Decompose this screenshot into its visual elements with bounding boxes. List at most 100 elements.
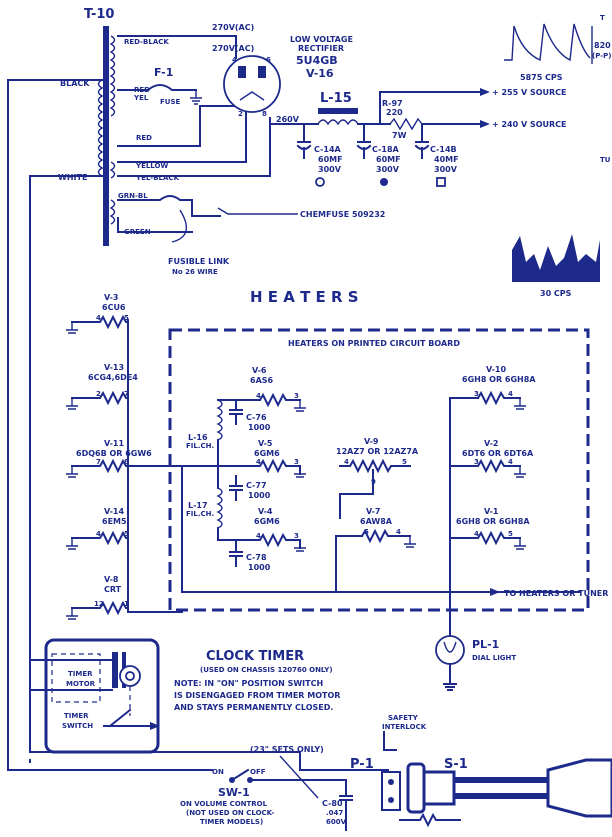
power-plug: [546, 758, 612, 818]
svg-text:P-1: P-1: [350, 757, 374, 772]
to-heaters-arrow: [490, 588, 500, 596]
waveform-side-mark: TU: [600, 156, 611, 164]
svg-text:4: 4: [96, 314, 101, 322]
svg-text:4: 4: [396, 528, 401, 536]
timer-switch-label-1: TIMER: [64, 712, 89, 720]
svg-text:8: 8: [124, 458, 129, 466]
svg-text:CRT: CRT: [104, 585, 122, 594]
resistor-zigzag: [389, 117, 423, 131]
heater-v14: V-14 6EM5 4 5: [66, 507, 129, 550]
svg-text:V-4: V-4: [258, 507, 273, 516]
svg-text:ON: ON: [212, 768, 224, 776]
svg-text:6GM6: 6GM6: [254, 517, 280, 526]
rectifier-tube: LOW VOLTAGE RECTIFIER 5U4GB V-16 270V(AC…: [212, 23, 353, 118]
center-tap-lead: [117, 84, 197, 91]
svg-text:300V: 300V: [318, 165, 342, 174]
svg-text:C-18A: C-18A: [372, 145, 400, 154]
pin-2: 2: [238, 110, 243, 118]
svg-text:6AS6: 6AS6: [250, 376, 274, 385]
timer-switch-label-2: SWITCH: [62, 722, 93, 730]
chemfuse-label: CHEMFUSE 509232: [300, 210, 385, 219]
fuse-ground: [190, 90, 202, 105]
svg-text:FIL.CH.: FIL.CH.: [186, 442, 214, 450]
waveform-30cps: 30 CPS: [512, 234, 600, 298]
heater-v5: V-5 6GM6 4 3: [217, 439, 306, 478]
waveform-top-unit: (P-P): [592, 52, 611, 60]
waveform-top-edge: T: [600, 14, 605, 22]
interlock-line2: INTERLOCK: [382, 723, 427, 731]
interlock-line1: SAFETY: [388, 714, 419, 722]
clock-sub: (USED ON CHASSIS 120760 ONLY): [200, 666, 333, 674]
svg-text:6GH8 OR 6GH8A: 6GH8 OR 6GH8A: [462, 375, 536, 384]
svg-text:5: 5: [402, 458, 407, 466]
svg-text:6CG4,6DE4: 6CG4,6DE4: [88, 373, 138, 382]
b-plus-255-line: [357, 91, 481, 125]
bypass-cap-c77: C-77 1000: [229, 475, 271, 501]
bypass-cap-c76: C-76 1000: [229, 399, 271, 432]
pcb-title: HEATERS ON PRINTED CIRCUIT BOARD: [288, 339, 460, 348]
yel-black-label: YEL-BLACK: [135, 174, 180, 182]
timer-switch: [103, 708, 151, 728]
svg-text:V-11: V-11: [104, 439, 124, 448]
rectifier-envelope: [223, 55, 281, 113]
svg-text:12: 12: [94, 600, 104, 608]
heater-v13: V-13 6CG4,6DE4 2 7: [66, 363, 138, 410]
choke-l15: L-15: [317, 91, 359, 126]
right-column-bus: [449, 397, 479, 593]
svg-text:C-76: C-76: [246, 413, 267, 422]
svg-text:4: 4: [256, 392, 261, 400]
cap-c80: C-80 .047 600V: [322, 779, 353, 831]
svg-text:FIL.CH.: FIL.CH.: [186, 510, 214, 518]
svg-text:6DT6 OR 6DT6A: 6DT6 OR 6DT6A: [462, 449, 534, 458]
svg-text:4: 4: [508, 390, 513, 398]
hv-lead-top: [117, 35, 237, 59]
transformer-t10: T-10 BLACK WHITE RED-BLACK RED YELLOW YE…: [58, 7, 180, 246]
svg-text:3: 3: [294, 532, 299, 540]
heater-v10: V-10 6GH8 OR 6GH8A 3 4: [462, 365, 536, 410]
left-heater-bus: [127, 319, 183, 613]
fusible-link-line1: FUSIBLE LINK: [168, 257, 230, 266]
filter-cap-c18a: C-18A 60MF 300V: [356, 123, 401, 186]
fuse-label: F-1: [154, 66, 173, 79]
timer-motor-label-1: TIMER: [68, 670, 93, 678]
svg-text:12AZ7 OR 12AZ7A: 12AZ7 OR 12AZ7A: [336, 447, 419, 456]
svg-text:V-8: V-8: [104, 575, 119, 584]
heater-v3: V-3 6CU6 4 5: [66, 293, 129, 334]
heater-v6: V-6 6AS6 4 3: [235, 366, 306, 412]
sawtooth-trace: [504, 23, 591, 62]
svg-text:V-5: V-5: [258, 439, 273, 448]
svg-text:V-14: V-14: [104, 507, 124, 516]
transformer-core: [103, 26, 109, 246]
svg-text:6EM5: 6EM5: [102, 517, 127, 526]
to-heaters-label: TO HEATERS OR TUNER: [504, 589, 608, 598]
fusible-link-line2: No 26 WIRE: [172, 268, 218, 276]
rectifier-ref: V-16: [306, 67, 334, 80]
svg-text:V-6: V-6: [252, 366, 267, 375]
filter-cap-c14b: C-14B 40MF 300V: [414, 123, 459, 187]
clock-note-3: AND STAYS PERMANENTLY CLOSED.: [174, 703, 333, 712]
heater-v1: V-1 6GH8 OR 6GH8A 4 5: [449, 507, 530, 550]
b-plus-lead: [269, 117, 301, 125]
chemfuse-pointer: [217, 207, 298, 215]
fusible-link-pointer: [171, 209, 188, 243]
pin-4: 4: [232, 56, 237, 64]
svg-text:ON VOLUME CONTROL: ON VOLUME CONTROL: [180, 800, 268, 808]
primary-black-lead: [7, 79, 213, 771]
svg-text:4: 4: [256, 458, 261, 466]
cap-marker-square: [436, 177, 446, 187]
svg-text:2: 2: [96, 390, 101, 398]
svg-text:V-7: V-7: [366, 507, 381, 516]
svg-text:4: 4: [256, 532, 261, 540]
ac-voltage-1: 270V(AC): [212, 23, 254, 32]
svg-text:5: 5: [124, 530, 129, 538]
heater-v9: V-9 12AZ7 OR 12AZ7A 4 5 9: [336, 437, 419, 519]
resistor-value: 220: [386, 108, 403, 117]
choke-label: L-15: [320, 91, 352, 106]
filament-coil-5v: [109, 161, 116, 179]
source2-arrow: [480, 120, 490, 128]
svg-text:6GH8 OR 6GH8A: 6GH8 OR 6GH8A: [456, 517, 530, 526]
choke-l17: L-17 FIL.CH.: [186, 487, 223, 529]
hum-trace: [512, 234, 600, 282]
svg-text:1000: 1000: [248, 491, 271, 500]
svg-text:6GM6: 6GM6: [254, 449, 280, 458]
